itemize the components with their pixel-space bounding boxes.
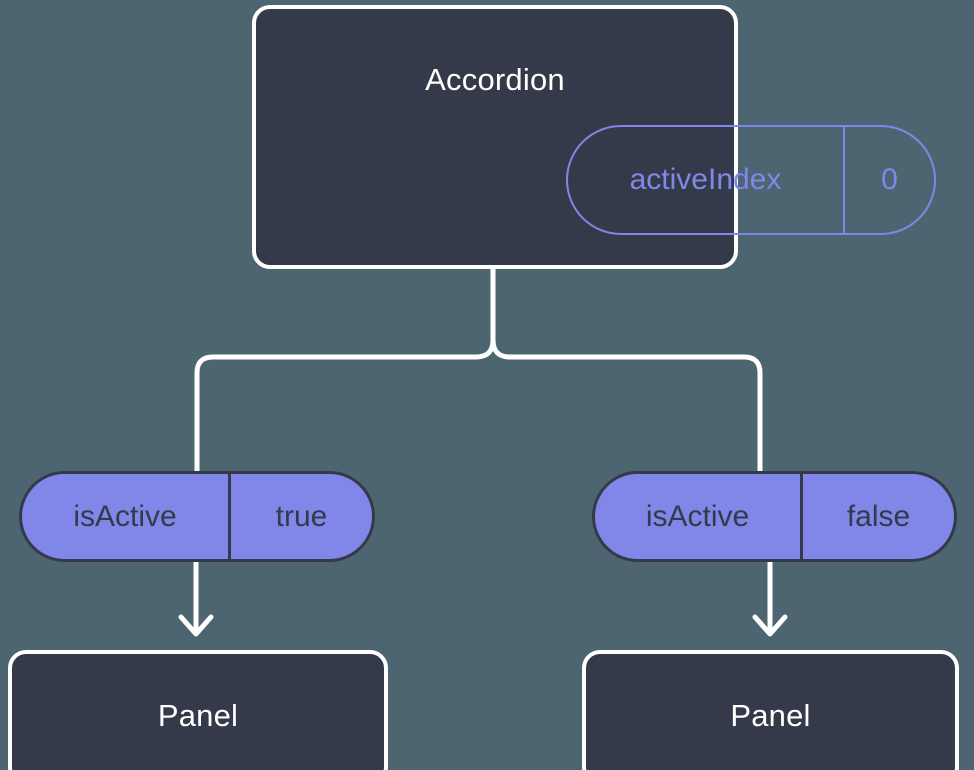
is-active-true-prop-key: isActive <box>22 474 231 559</box>
is-active-false-prop-pill[interactable]: isActive false <box>592 471 957 562</box>
is-active-true-prop-value: true <box>275 499 328 533</box>
wire-arrow-right-head <box>752 614 788 637</box>
wire-branch-left <box>194 337 496 474</box>
accordion-component-node[interactable]: Accordion activeIndex 0 <box>252 5 936 269</box>
panel-right-component-node[interactable]: Panel <box>582 650 959 770</box>
active-index-state-value: 0 <box>881 163 898 196</box>
active-index-state-pill[interactable]: activeIndex 0 <box>566 125 936 235</box>
is-active-true-prop-pill[interactable]: isActive true <box>19 471 375 562</box>
panel-right-node-label: Panel <box>730 698 811 733</box>
accordion-node-label: Accordion <box>425 62 565 97</box>
panel-left-node-label: Panel <box>157 698 239 733</box>
wire-arrow-left-head <box>178 614 214 637</box>
is-active-false-prop-key: isActive <box>595 474 803 559</box>
active-index-state-key: activeIndex <box>568 127 845 233</box>
wire-branch-right <box>490 337 763 474</box>
panel-left-component-node[interactable]: Panel <box>8 650 388 770</box>
is-active-false-prop-value: false <box>846 499 911 533</box>
